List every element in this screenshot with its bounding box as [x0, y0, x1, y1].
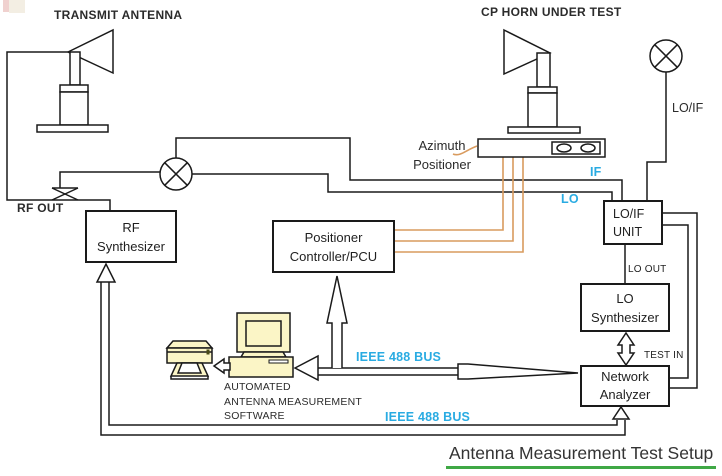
wire-positioner-control	[395, 145, 524, 253]
software-caption: AUTOMATED ANTENNA MEASUREMENT SOFTWARE	[224, 380, 362, 424]
network-analyzer-bus-arrowhead	[611, 405, 631, 420]
positioner-controller-label-2: Controller/PCU	[289, 248, 378, 264]
diagram-title: Antenna Measurement Test Setup	[446, 443, 717, 469]
rf-synthesizer-label-1: RF	[122, 219, 140, 235]
wire-if-path	[175, 137, 623, 200]
ieee-488-bus-bottom-label: IEEE 488 BUS	[385, 410, 471, 424]
pcu-bus-arrow	[326, 275, 348, 368]
wire-right-outer	[663, 212, 698, 389]
wire-loif-path	[646, 72, 667, 200]
printer-arrow	[212, 357, 231, 375]
positioner-controller-box: Positioner Controller/PCU	[272, 220, 395, 273]
azimuth-positioner-label-2: Positioner	[413, 157, 471, 172]
lo-if-mixer-icon	[649, 39, 683, 73]
computer-icon	[228, 312, 294, 378]
rf-synthesizer-box: RF Synthesizer	[85, 210, 177, 263]
lo-out-label: LO OUT	[628, 264, 667, 275]
cp-horn-label: CP HORN UNDER TEST	[481, 5, 622, 19]
software-caption-line-2: ANTENNA MEASUREMENT	[224, 395, 362, 408]
lo-synthesizer-label-1: LO	[616, 290, 634, 306]
rf-synth-bus-arrowhead	[95, 262, 117, 283]
test-in-double-arrow	[616, 331, 636, 367]
rf-synthesizer-label-2: Synthesizer	[97, 238, 165, 254]
lo-if-unit-label-2: UNIT	[613, 224, 643, 239]
lo-signal-label: LO	[561, 192, 579, 206]
ieee-488-bus-top-label: IEEE 488 BUS	[356, 350, 442, 364]
lo-synthesizer-box: LO Synthesizer	[580, 283, 670, 332]
transmit-antenna-label: TRANSMIT ANTENNA	[54, 8, 183, 22]
azimuth-leader-line	[452, 145, 478, 156]
rf-out-label: RF OUT	[17, 201, 64, 215]
cp-horn-graphic	[503, 28, 581, 134]
network-analyzer-left-arrow	[457, 363, 579, 380]
lo-synthesizer-label-2: Synthesizer	[591, 309, 659, 325]
wire-ieee-bus-bottom	[100, 282, 626, 436]
positioner-controller-label-1: Positioner	[304, 229, 363, 245]
transmit-antenna-graphic	[36, 28, 114, 133]
software-caption-line-1: AUTOMATED	[224, 381, 291, 393]
if-signal-label: IF	[590, 165, 602, 179]
network-analyzer-box: Network Analyzer	[580, 365, 670, 407]
azimuth-positioner-label-1: Azimuth	[418, 138, 466, 153]
mixer-icon	[159, 157, 193, 191]
wire-right-inner	[663, 224, 689, 379]
test-in-label: TEST IN	[644, 350, 684, 361]
network-analyzer-label-1: Network	[601, 369, 649, 384]
software-caption-line-3: SOFTWARE	[224, 410, 285, 422]
printer-icon	[165, 340, 214, 380]
azimuth-positioner-label: Azimuth Positioner	[403, 136, 481, 174]
wire-rf-out-path	[6, 51, 161, 210]
computer-bus-arrow	[293, 354, 319, 382]
lo-if-unit-label-1: LO/IF	[613, 206, 645, 221]
attenuator-icon	[51, 187, 79, 201]
wire-ieee-bus-mid	[318, 367, 458, 376]
network-analyzer-label-2: Analyzer	[599, 387, 651, 402]
lo-if-unit-box: LO/IF UNIT	[603, 200, 663, 245]
wire-lo-path	[192, 173, 613, 200]
lo-if-port-label: LO/IF	[672, 101, 704, 115]
azimuth-positioner-graphic	[477, 138, 606, 158]
